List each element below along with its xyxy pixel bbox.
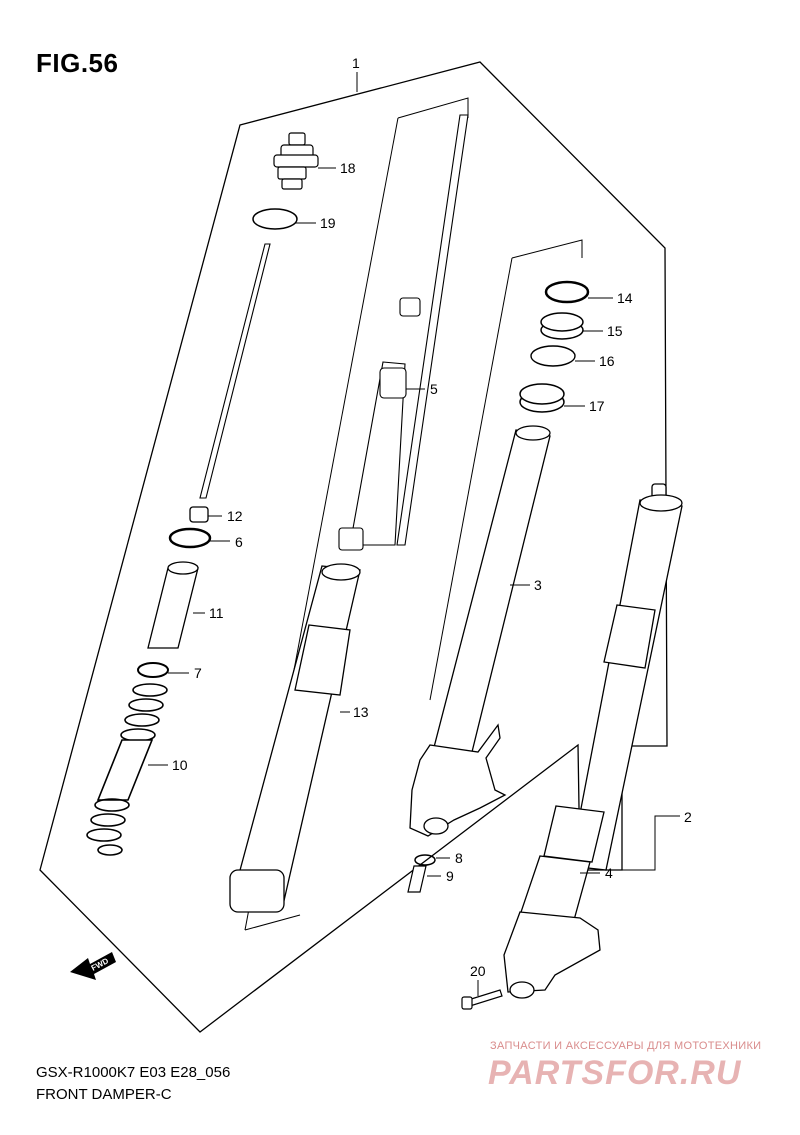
fwd-arrow-icon: FWD [70,952,116,980]
part-2-fork-assembly [503,483,683,999]
part-13-inner-tube [229,563,361,913]
panel-line-3 [511,239,583,259]
watermark-caption: ЗАПЧАСТИ И АКСЕССУАРЫ ДЛЯ МОТОТЕХНИКИ [490,1040,762,1052]
callout-4: 4 [605,865,613,881]
diagram-name: FRONT DAMPER-C [36,1086,172,1103]
part-6-ring [168,527,212,549]
part-16-stopper-ring [530,345,576,367]
callout-19: 19 [320,215,336,231]
callout-14: 14 [617,290,633,306]
callout-7: 7 [194,665,202,681]
part-17-bushing [519,383,565,413]
callout-6: 6 [235,534,243,550]
callout-10: 10 [172,757,188,773]
part-14-dust-seal [544,280,590,304]
panel-line-5c [244,914,301,931]
callout-9: 9 [446,868,454,884]
callout-17: 17 [589,398,605,414]
panel-line-5 [397,97,469,119]
callout-11: 11 [209,605,224,621]
part-5-damper-cartridge [338,114,469,551]
callout-1: 1 [352,55,360,71]
leader-lines [148,72,680,996]
part-11-spacer-tube [147,561,199,649]
callout-8: 8 [455,850,463,866]
callout-18: 18 [340,160,356,176]
part-19-o-ring [252,208,298,230]
callout-20: 20 [470,963,486,979]
watermark-logo: PARTSFOR.RU [488,1054,742,1092]
callout-16: 16 [599,353,615,369]
part-20-bolt [461,989,503,1010]
damper-rod [199,243,271,499]
part-8-washer [414,854,436,866]
panel-line-3b [429,257,513,701]
part-7-washer [137,662,169,678]
callout-15: 15 [607,323,623,339]
model-code: GSX-R1000K7 E03 E28_056 [36,1064,231,1081]
callout-3: 3 [534,577,542,593]
part-12-nut [189,506,209,523]
callout-2: 2 [684,809,692,825]
part-18-cap-bolt [273,132,319,190]
callout-13: 13 [353,704,369,720]
callout-12: 12 [227,508,243,524]
part-15-oil-seal [540,312,584,340]
figure-title: FIG.56 [36,48,119,78]
callout-5: 5 [430,381,438,397]
part-9-bolt [407,865,427,893]
part-3-outer-tube [409,425,551,837]
part-10-spring [86,683,168,856]
